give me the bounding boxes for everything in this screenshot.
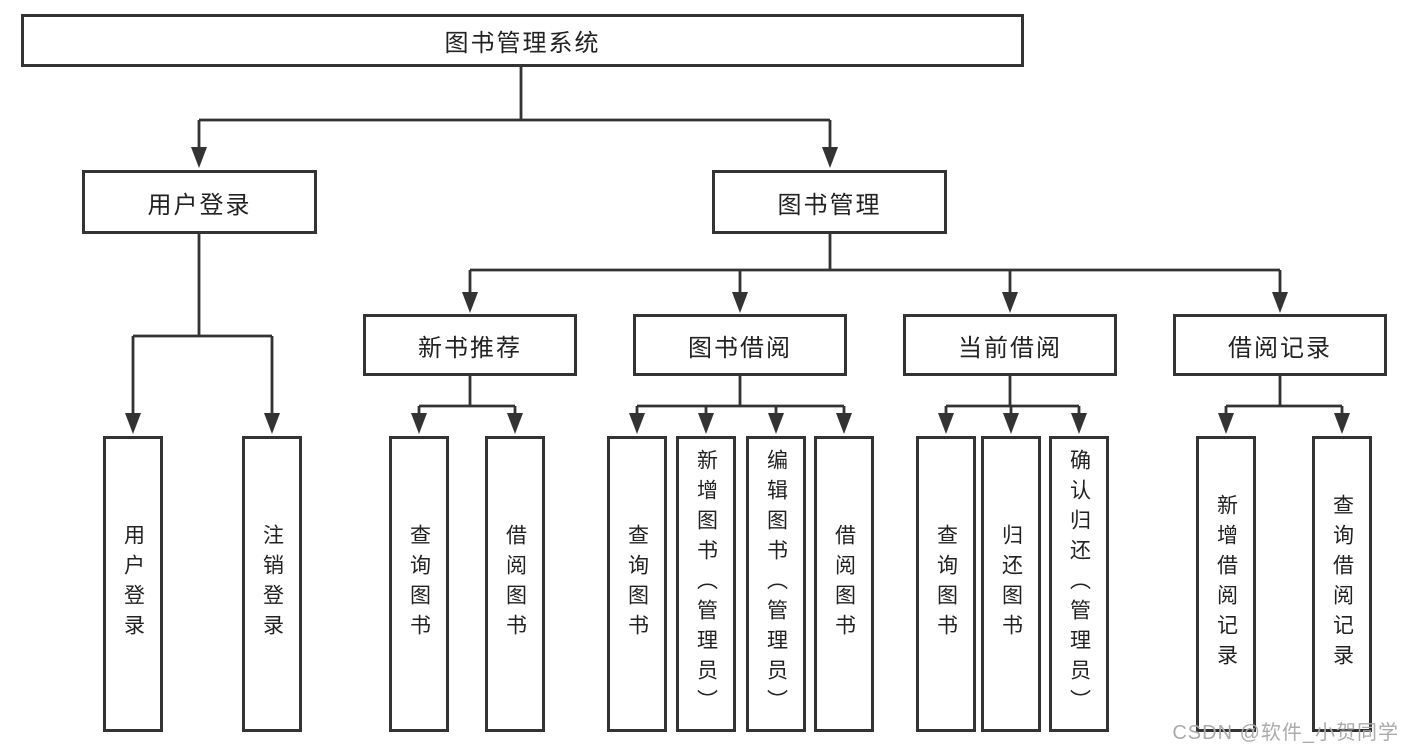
node-book-management-label: 图书管理 (777, 191, 882, 219)
node-current-borrow: 当前借阅 (903, 314, 1117, 376)
leaf-borrow-books-2-label: 借阅图书 (832, 524, 856, 644)
leaf-return-book: 归还图书 (981, 436, 1041, 732)
csdn-watermark: CSDN @软件_小贺同学 (1172, 722, 1399, 744)
node-user-login: 用户登录 (82, 170, 317, 234)
leaf-query-borrow-record-label: 查询借阅记录 (1330, 494, 1354, 674)
leaf-user-login: 用户登录 (103, 436, 163, 732)
leaf-query-books-2: 查询图书 (607, 436, 667, 732)
node-root-label: 图书管理系统 (444, 30, 601, 57)
leaf-query-borrow-record: 查询借阅记录 (1312, 436, 1372, 732)
node-user-login-label: 用户登录 (147, 191, 252, 219)
leaf-logout: 注销登录 (242, 436, 302, 732)
leaf-edit-book-admin-label: 编辑图书（管理员） (764, 449, 788, 719)
leaf-add-borrow-record-label: 新增借阅记录 (1214, 494, 1238, 674)
leaf-edit-book-admin: 编辑图书（管理员） (746, 436, 806, 732)
leaf-add-book-admin: 新增图书（管理员） (676, 436, 736, 732)
node-book-management: 图书管理 (712, 170, 947, 234)
leaf-add-borrow-record: 新增借阅记录 (1196, 436, 1256, 732)
leaf-query-books-3-label: 查询图书 (934, 524, 958, 644)
leaf-confirm-return-admin-label: 确认归还（管理员） (1067, 449, 1091, 719)
leaf-borrow-books-1-label: 借阅图书 (503, 524, 527, 644)
leaf-query-books-3: 查询图书 (916, 436, 976, 732)
leaf-query-books-2-label: 查询图书 (625, 524, 649, 644)
leaf-confirm-return-admin: 确认归还（管理员） (1049, 436, 1109, 732)
leaf-borrow-books-2: 借阅图书 (814, 436, 874, 732)
node-book-borrow-label: 图书借阅 (688, 334, 792, 362)
leaf-user-login-label: 用户登录 (121, 524, 145, 644)
node-book-borrow: 图书借阅 (633, 314, 847, 376)
node-new-book-recommend-label: 新书推荐 (418, 334, 522, 362)
node-current-borrow-label: 当前借阅 (958, 334, 1062, 362)
leaf-return-book-label: 归还图书 (999, 524, 1023, 644)
node-borrow-records-label: 借阅记录 (1228, 334, 1332, 362)
node-root: 图书管理系统 (21, 14, 1024, 67)
node-new-book-recommend: 新书推荐 (363, 314, 577, 376)
node-borrow-records: 借阅记录 (1173, 314, 1387, 376)
leaf-logout-label: 注销登录 (260, 524, 284, 644)
leaf-query-books-1-label: 查询图书 (407, 524, 431, 644)
leaf-query-books-1: 查询图书 (389, 436, 449, 732)
leaf-add-book-admin-label: 新增图书（管理员） (694, 449, 718, 719)
leaf-borrow-books-1: 借阅图书 (485, 436, 545, 732)
